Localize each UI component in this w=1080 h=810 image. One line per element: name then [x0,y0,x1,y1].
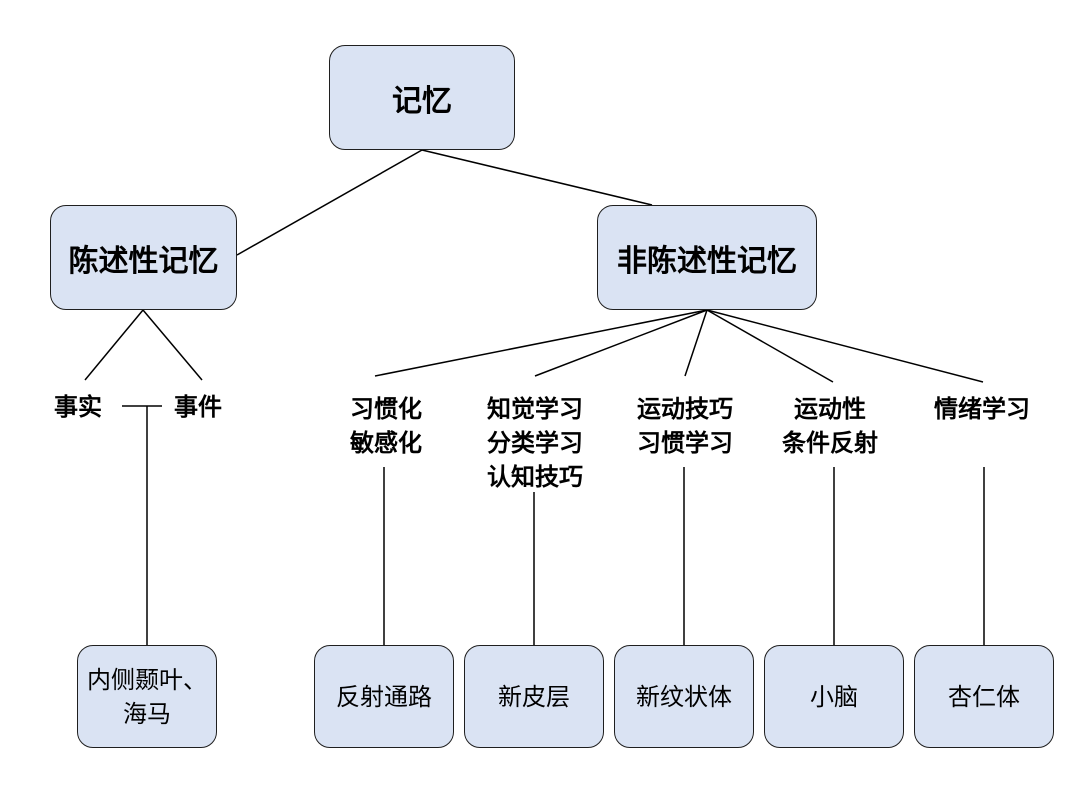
declarative-memory-label: 陈述性记忆 [68,243,219,279]
nondecl-group-1-label: 习惯化 敏感化 [350,395,422,457]
root-node: 记忆 [329,45,515,150]
structure-node-neocortex: 新皮层 [464,645,604,748]
nondeclarative-memory-label: 非陈述性记忆 [617,243,797,279]
edge-declarative-fact [84,309,144,381]
nondecl-group-3-label: 运动技巧 习惯学习 [637,395,733,457]
event-label: 事件 [174,393,222,421]
structure-node-amygdala: 杏仁体 [914,645,1054,748]
edge-root-declarative [236,149,423,256]
structure-line-2: 海马 [123,699,171,728]
structure-node-reflex-pathway: 反射通路 [314,645,454,748]
edge-root-nondeclarative [421,149,653,206]
declarative-memory-node: 陈述性记忆 [50,205,237,310]
fact-label: 事实 [54,393,102,421]
nondeclarative-memory-node: 非陈述性记忆 [597,205,817,310]
root-node-label: 记忆 [392,83,452,119]
structure-node-neostriatum: 新纹状体 [614,645,754,748]
edge-nondecl-group-5 [706,309,984,383]
structure-node-medial-temporal: 内侧颞叶、 海马 [77,645,217,748]
structure-node-cerebellum: 小脑 [764,645,904,748]
edge-nondecl-group-2 [534,309,708,377]
nondecl-group-4-label: 运动性 条件反射 [782,395,878,457]
edge-nondecl-group-3 [684,309,708,377]
edge-nondecl-group-4 [706,309,834,383]
edge-nondecl-group-1 [374,309,708,377]
nondecl-group-5-label: 情绪学习 [934,395,1030,423]
structure-line-1: 内侧颞叶、 [87,665,207,694]
edge-declarative-event [142,309,203,381]
nondecl-group-2-label: 知觉学习 分类学习 认知技巧 [487,395,583,491]
